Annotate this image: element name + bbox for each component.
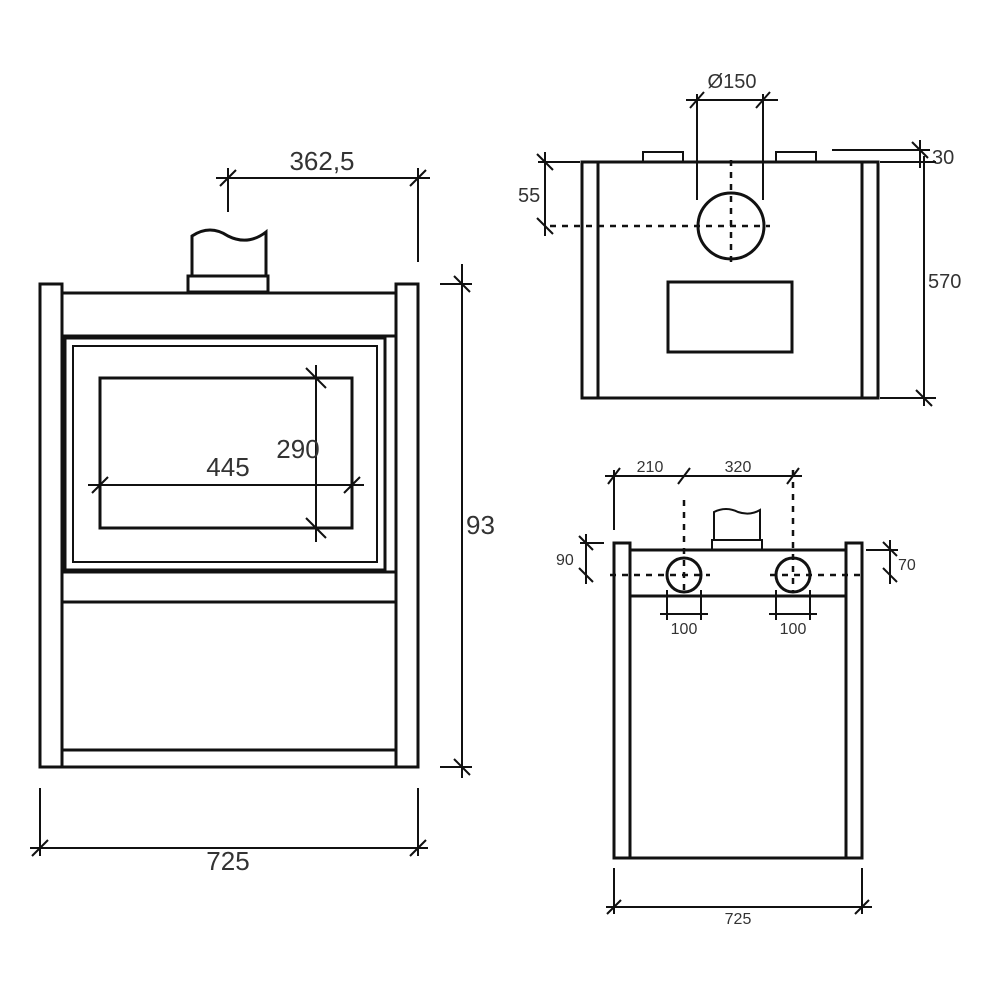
outlet-left xyxy=(665,556,703,594)
dimension-flue-offset-front: 55 xyxy=(518,152,580,236)
right-outlet-height-label: 70 xyxy=(898,557,916,574)
right-post xyxy=(394,282,420,769)
glass-window xyxy=(98,376,354,530)
flue-pipe-rear xyxy=(711,508,763,551)
dimension-glass-height: 290 xyxy=(276,365,327,542)
glass-width-label: 445 xyxy=(206,452,249,482)
rear-view: 210 320 90 70 100 100 725 xyxy=(556,459,916,928)
left-outlet-height-label: 90 xyxy=(556,552,574,569)
flue-offset-front-label: 55 xyxy=(518,185,540,207)
flue-offset-label: 362,5 xyxy=(289,146,354,176)
dimension-outlet-diameters: 100 100 xyxy=(660,590,817,638)
height-label: 93 xyxy=(466,510,495,540)
right-outlet-diameter-label: 100 xyxy=(780,621,807,638)
door-frame xyxy=(63,336,387,572)
front-view: 362,5 93 725 445 290 xyxy=(30,146,495,876)
dimension-glass-width: 445 xyxy=(88,452,364,494)
outlet-spacing-label: 320 xyxy=(725,459,752,476)
dimension-height: 93 xyxy=(440,264,495,778)
dimension-depth: 570 xyxy=(880,156,961,407)
dimension-collar: 30 xyxy=(832,140,954,169)
dimension-rear-width: 725 xyxy=(606,868,872,928)
dimension-left-outlet-height: 90 xyxy=(556,534,604,584)
left-outlet-offset-label: 210 xyxy=(637,459,664,476)
flue-diameter-label: Ø150 xyxy=(708,71,757,93)
flue-pipe xyxy=(186,228,270,294)
width-label: 725 xyxy=(206,846,249,876)
left-outlet-diameter-label: 100 xyxy=(671,621,698,638)
dimension-flue-diameter: Ø150 xyxy=(686,71,778,200)
collar-height-label: 30 xyxy=(932,147,954,169)
dimension-flue-offset: 362,5 xyxy=(216,146,430,262)
dimension-outlet-positions: 210 320 xyxy=(605,459,802,530)
depth-label: 570 xyxy=(928,271,961,293)
glass-height-label: 290 xyxy=(276,434,319,464)
dimension-width: 725 xyxy=(30,788,428,876)
outlet-right xyxy=(774,556,812,594)
dimension-right-outlet-height: 70 xyxy=(866,540,916,584)
top-view: Ø150 55 30 570 xyxy=(518,71,961,407)
rear-width-label: 725 xyxy=(725,911,752,928)
left-post xyxy=(38,282,64,769)
